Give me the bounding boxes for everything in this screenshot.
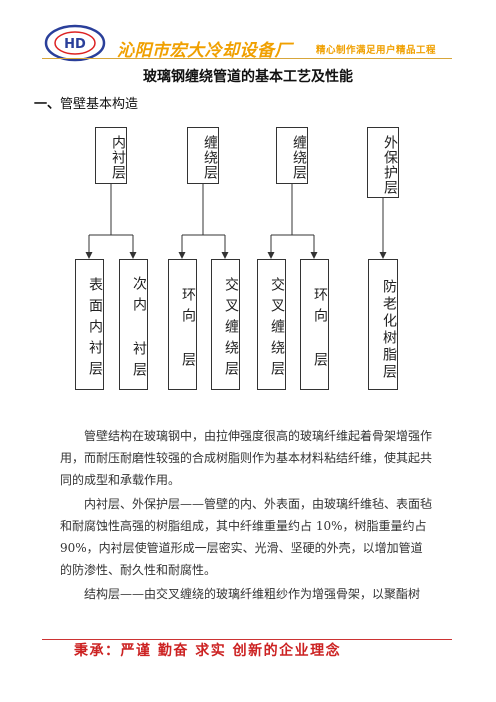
header-rule xyxy=(42,58,452,59)
arrowhead-icon xyxy=(379,252,387,259)
page-header: HD 沁阳市宏大冷却设备厂 精心制作满足用户精品工程 xyxy=(0,0,496,70)
top-box-inner-liner: 内衬层 xyxy=(95,127,127,184)
section-number: 一、 xyxy=(34,97,61,112)
bottom-box-cross-1: 交叉缠绕层 xyxy=(211,259,240,390)
bottom-box-hoop-2: 环向 层 xyxy=(300,259,329,390)
top-box-winding-2: 缠绕层 xyxy=(276,127,308,184)
paragraph: 内衬层、外保护层——管壁的内、外表面，由玻璃纤维毡、表面毡和耐腐蚀性高强的树脂组… xyxy=(60,497,433,577)
bottom-box-sub-liner: 次内 衬层 xyxy=(119,259,148,390)
footer-slogan: 秉承：严谨 勤奋 求实 创新的企业理念 xyxy=(74,643,342,659)
bottom-box-hoop-1: 环向 层 xyxy=(168,259,197,390)
section-title: 管壁基本构造 xyxy=(60,97,139,112)
company-logo-icon: HD xyxy=(44,24,106,62)
paragraph: 管壁结构在玻璃钢中，由拉伸强度很高的玻璃纤维起着骨架增强作用，而耐压耐磨性较强的… xyxy=(60,429,433,487)
top-box-outer-protective: 外保护层 xyxy=(367,127,399,198)
document-title: 玻璃钢缠绕管道的基本工艺及性能 xyxy=(143,69,353,85)
arrowhead-icon xyxy=(221,252,229,259)
arrowhead-icon xyxy=(310,252,318,259)
bottom-box-surface-liner: 表面内衬层 xyxy=(75,259,104,390)
footer-rule xyxy=(42,639,452,640)
bottom-box-cross-2: 交叉缠绕层 xyxy=(257,259,286,390)
arrowhead-icon xyxy=(178,252,186,259)
arrowhead-icon xyxy=(267,252,275,259)
body-text: 管壁结构在玻璃钢中，由拉伸强度很高的玻璃纤维起着骨架增强作用，而耐压耐磨性较强的… xyxy=(60,425,432,605)
section-heading: 一、管壁基本构造 xyxy=(34,93,138,112)
paragraph: 结构层——由交叉缠绕的玻璃纤维粗纱作为增强骨架，以聚酯树 xyxy=(84,587,421,601)
bottom-box-anti-aging: 防老化树脂层 xyxy=(368,259,398,390)
arrowhead-icon xyxy=(129,252,137,259)
arrowhead-icon xyxy=(85,252,93,259)
header-slogan: 精心制作满足用户精品工程 xyxy=(316,45,437,56)
company-name: 沁阳市宏大冷却设备厂 xyxy=(117,41,292,61)
logo-text: HD xyxy=(64,37,86,52)
top-box-winding-1: 缠绕层 xyxy=(187,127,219,184)
